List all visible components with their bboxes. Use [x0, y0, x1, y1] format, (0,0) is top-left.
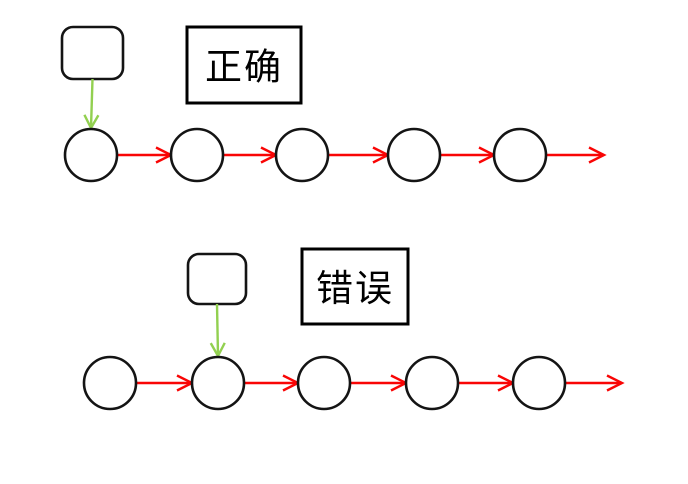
- wrong-label-box: [300, 247, 410, 326]
- wrong-pointer-arrow-shaft: [215, 303, 220, 357]
- wrong-tail-arrow: [565, 374, 625, 392]
- correct-list-node-1: [169, 127, 225, 183]
- section-correct: 正确: [60, 25, 607, 183]
- wrong-next-arrow-3: [458, 374, 516, 392]
- correct-pointer-arrow-shaft: [89, 78, 94, 129]
- wrong-pointer-box: [186, 252, 248, 306]
- correct-tail-arrow: [546, 146, 607, 164]
- correct-list-node-4: [492, 127, 548, 183]
- correct-next-arrow-1: [223, 146, 279, 164]
- correct-pointer-box: [60, 25, 125, 81]
- wrong-list-node-1: [190, 355, 246, 411]
- wrong-next-arrow-1: [244, 374, 301, 392]
- correct-next-arrow-2: [328, 146, 391, 164]
- correct-list-node-2: [274, 127, 330, 183]
- correct-list-node-0: [63, 127, 119, 183]
- wrong-tail-arrow-head: [606, 374, 625, 392]
- wrong-label: 错误: [316, 267, 394, 310]
- correct-list-node-3: [386, 127, 442, 183]
- correct-label: 正确: [205, 46, 283, 89]
- correct-next-arrow-0: [117, 146, 174, 164]
- correct-tail-arrow-head: [588, 146, 607, 164]
- wrong-next-arrow-0: [136, 374, 195, 392]
- correct-pointer-arrow: [83, 78, 100, 131]
- wrong-next-arrow-2: [350, 374, 409, 392]
- correct-next-arrow-3: [440, 146, 497, 164]
- wrong-list-node-4: [511, 355, 567, 411]
- section-wrong: 错误: [82, 247, 625, 411]
- wrong-pointer-arrow: [209, 303, 226, 359]
- wrong-list-node-0: [82, 355, 138, 411]
- correct-label-box: [185, 25, 303, 105]
- wrong-list-node-2: [296, 355, 352, 411]
- wrong-list-node-3: [404, 355, 460, 411]
